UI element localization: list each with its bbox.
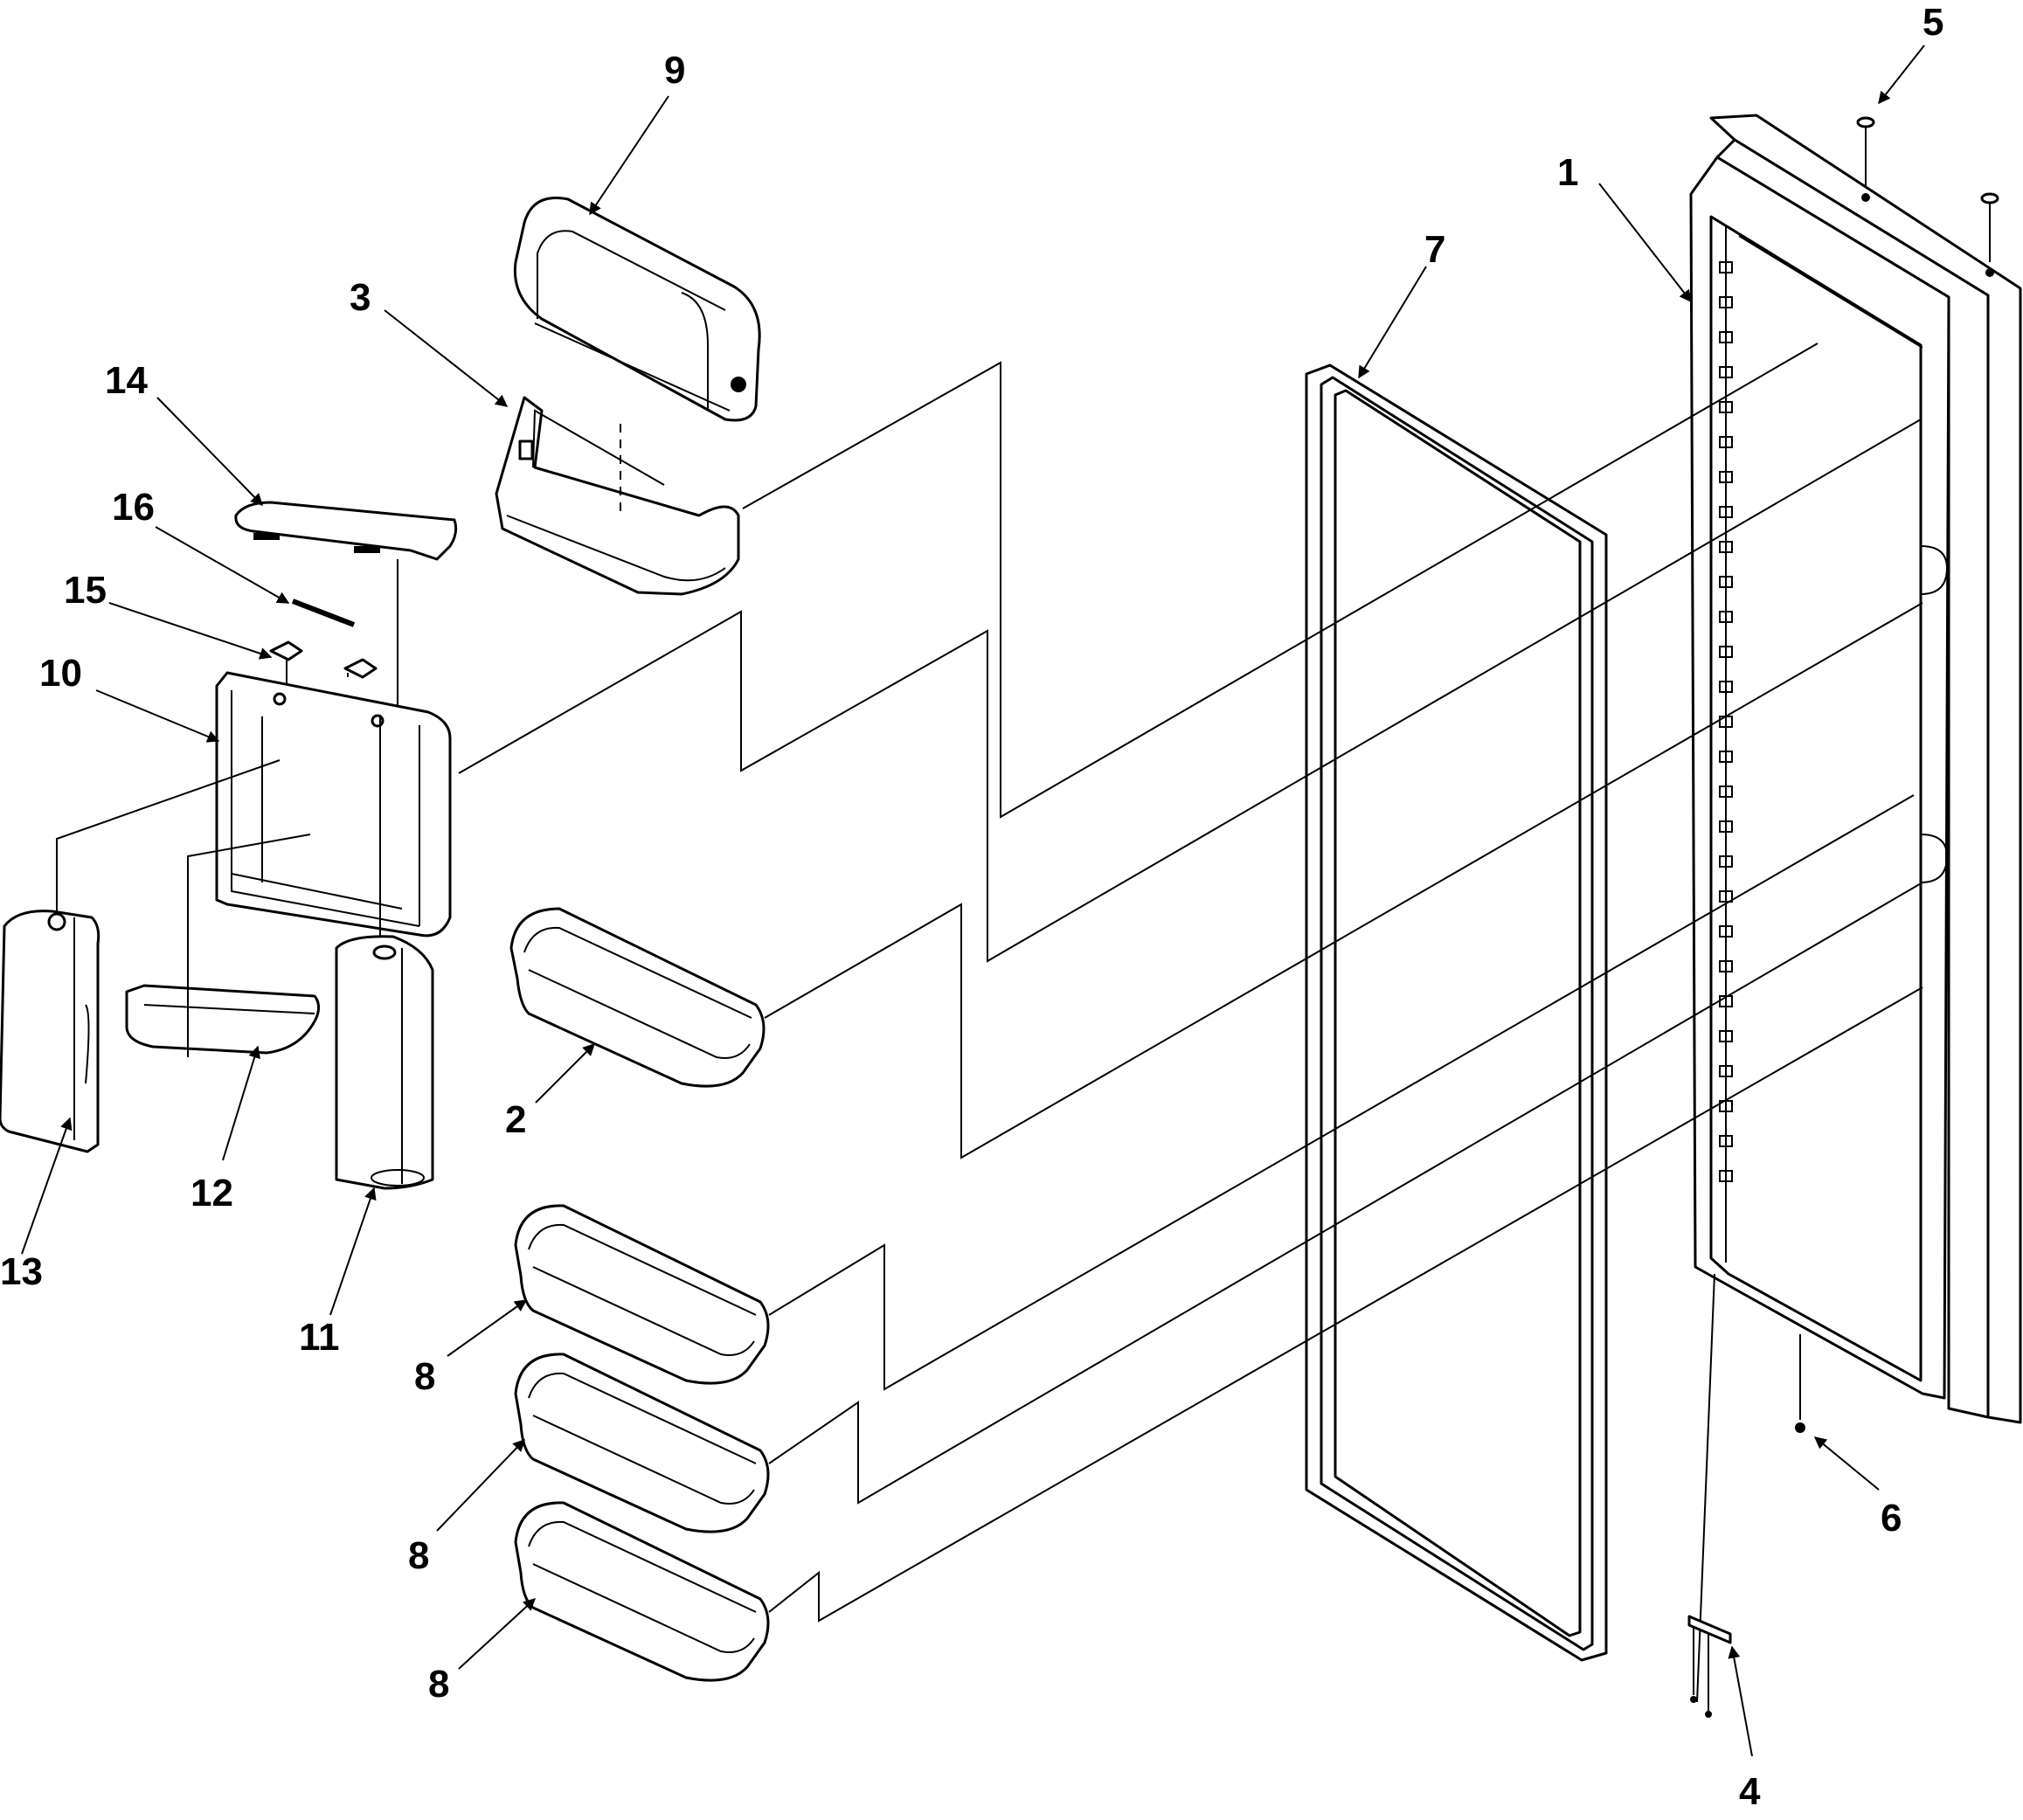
top-screws	[1856, 116, 1999, 277]
door-gasket	[1305, 363, 1608, 1662]
dairy-door	[513, 197, 761, 422]
callout-12: 12	[191, 1172, 233, 1214]
callout-5: 5	[1923, 1, 1943, 44]
callout-15: 15	[64, 569, 107, 612]
door-bin-8-middle	[514, 1353, 770, 1533]
callout-pointers	[21, 45, 1925, 1757]
module-lid	[234, 501, 458, 561]
callout-2: 2	[505, 1098, 526, 1141]
module-housing	[215, 671, 452, 938]
left-door	[0, 910, 100, 1153]
assembly-lines	[56, 343, 1923, 1623]
callout-6: 6	[1881, 1497, 1902, 1540]
callout-7: 7	[1424, 228, 1445, 271]
hinge-bracket	[1687, 1273, 1732, 1718]
callout-10: 10	[39, 652, 82, 695]
dairy-bin	[495, 396, 740, 596]
callout-1: 1	[1557, 151, 1578, 194]
callout-11: 11	[299, 1316, 340, 1359]
callout-14: 14	[105, 359, 148, 402]
callout-9: 9	[664, 49, 685, 92]
callout-8-bottom: 8	[428, 1663, 449, 1706]
door-panel	[1689, 114, 2022, 1424]
callout-13: 13	[0, 1250, 43, 1293]
pivot-clips	[269, 640, 378, 690]
small-tray	[125, 984, 321, 1055]
hinge-pin	[291, 599, 356, 627]
shelf-rail-notches	[1719, 261, 1733, 1182]
callout-4: 4	[1739, 1770, 1761, 1813]
door-bin-8-top	[514, 1204, 770, 1385]
callout-8-top: 8	[414, 1355, 435, 1398]
door-bin-2	[509, 907, 766, 1088]
callout-8-middle: 8	[408, 1534, 429, 1577]
callout-16: 16	[112, 486, 155, 529]
callout-3: 3	[350, 276, 371, 319]
canister	[335, 935, 434, 1190]
bottom-fastener	[1795, 1334, 1805, 1433]
